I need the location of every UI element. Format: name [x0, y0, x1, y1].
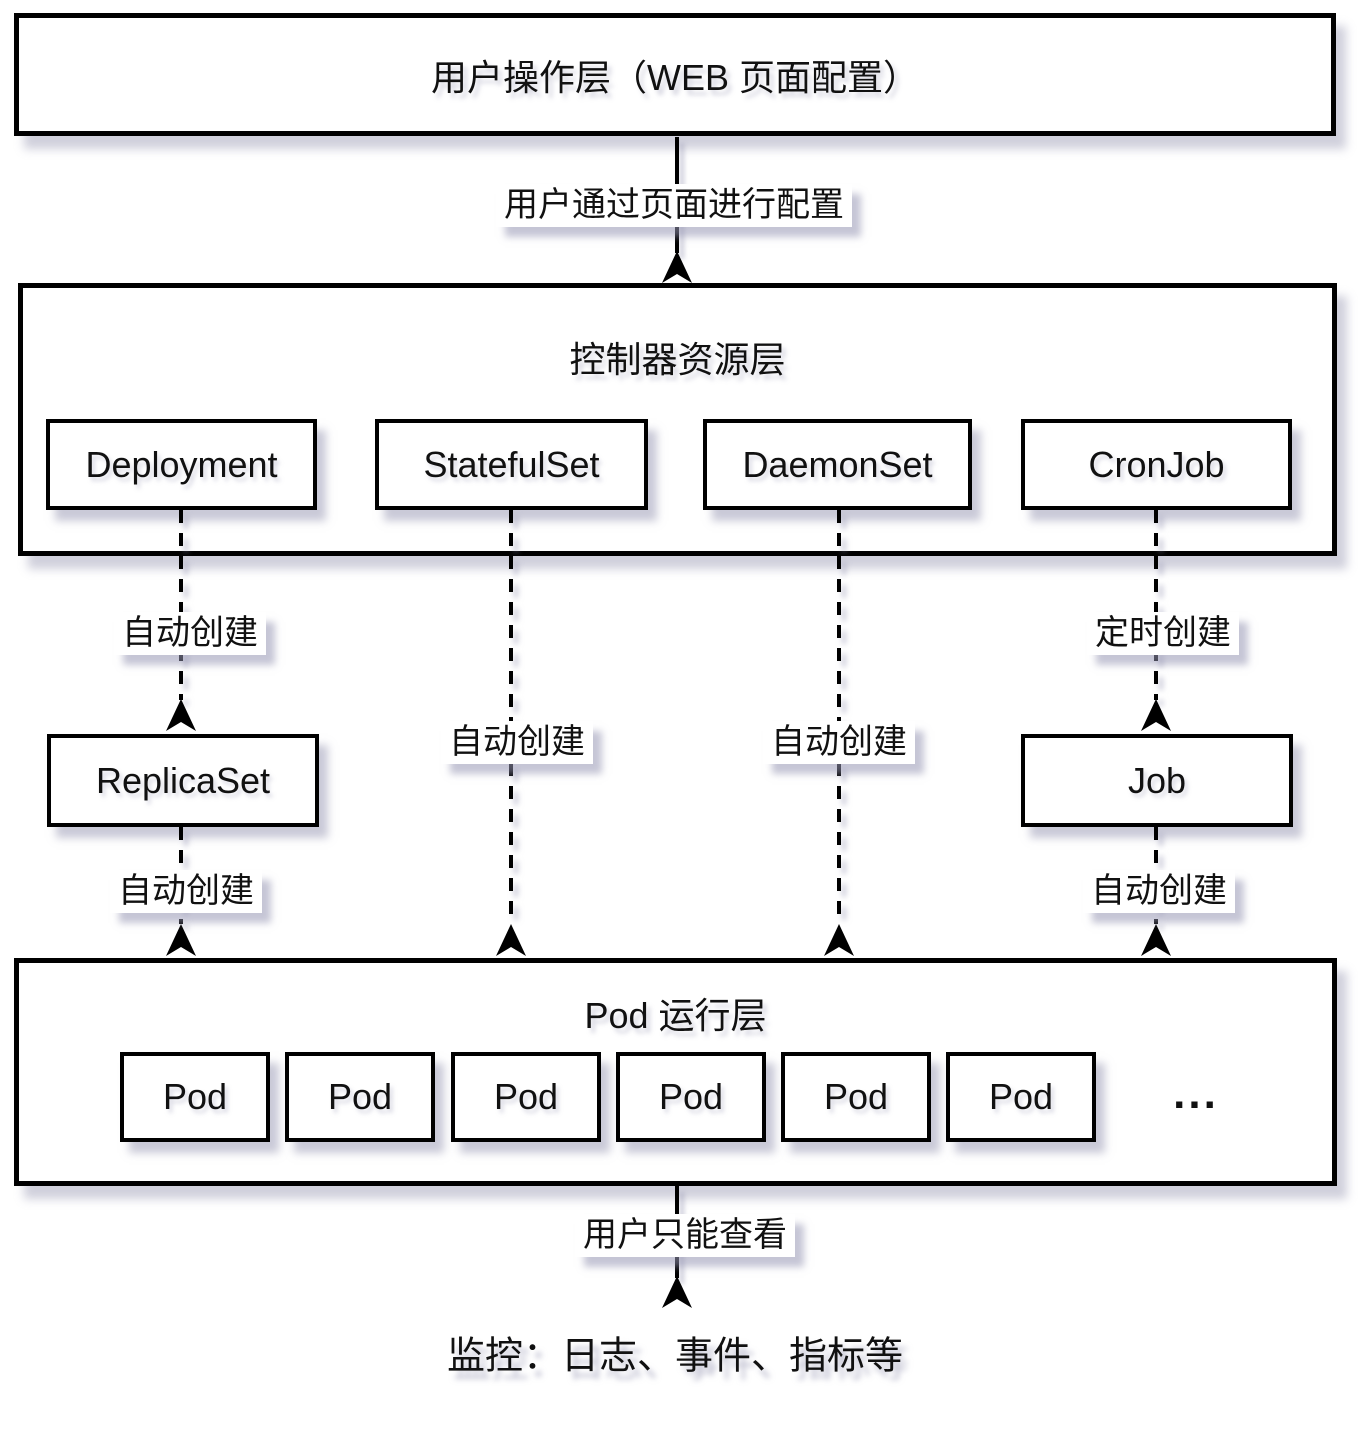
job-node: Job: [1021, 734, 1293, 827]
user-to-controller-label: 用户通过页面进行配置: [496, 184, 852, 228]
pod-layer-title: Pod 运行层: [584, 995, 767, 1036]
replicaset-node: ReplicaSet: [47, 734, 319, 827]
cronjob-to-job-line: [1154, 510, 1158, 700]
pod-node: Pod: [285, 1052, 435, 1142]
controller-layer-title: 控制器资源层: [569, 339, 786, 380]
daemonset-node: DaemonSet: [703, 419, 972, 510]
job-to-pod-label: 自动创建: [1083, 870, 1235, 914]
statefulset-to-pod-line: [509, 510, 513, 924]
pod-node: Pod: [946, 1052, 1096, 1142]
statefulset-node: StatefulSet: [375, 419, 648, 510]
cronjob-to-job-label: 定时创建: [1087, 612, 1239, 656]
statefulset-to-pod-arrow-head: [496, 924, 526, 956]
cronjob-node: CronJob: [1021, 419, 1292, 510]
pod-node: Pod: [616, 1052, 766, 1142]
pod-node: Pod: [451, 1052, 601, 1142]
pods-ellipsis: ...: [1173, 1069, 1219, 1118]
deployment-to-replicaset-line: [179, 510, 183, 700]
pod-to-monitor-label: 用户只能查看: [575, 1214, 795, 1258]
daemonset-to-pod-arrow-head: [824, 924, 854, 956]
deployment-node: Deployment: [46, 419, 317, 510]
replicaset-to-pod-label: 自动创建: [110, 870, 262, 914]
deployment-to-replicaset-label: 自动创建: [114, 612, 266, 656]
deployment-to-replicaset-arrow-head: [166, 699, 196, 731]
pod-node: Pod: [781, 1052, 931, 1142]
replicaset-to-pod-arrow-head: [166, 924, 196, 956]
user-layer-title: 用户操作层（WEB 页面配置）: [430, 56, 919, 98]
monitor-text: 监控：日志、事件、指标等: [446, 1335, 904, 1378]
pod-node: Pod: [120, 1052, 270, 1142]
statefulset-to-pod-label: 自动创建: [441, 721, 593, 765]
user-to-controller-arrow-head: [662, 251, 692, 283]
job-to-pod-arrow-head: [1141, 924, 1171, 956]
daemonset-to-pod-label: 自动创建: [763, 721, 915, 765]
user-layer-box: 用户操作层（WEB 页面配置）: [14, 13, 1336, 136]
pod-to-monitor-arrow-head: [662, 1276, 692, 1308]
cronjob-to-job-arrow-head: [1141, 699, 1171, 731]
daemonset-to-pod-line: [837, 510, 841, 924]
